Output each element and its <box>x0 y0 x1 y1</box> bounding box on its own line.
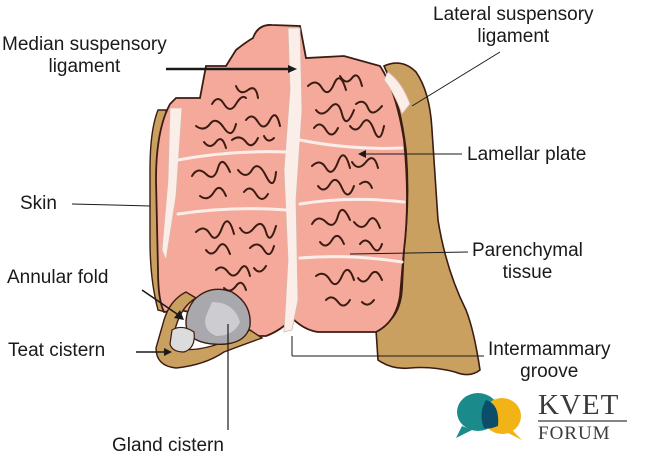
label-teat-cistern: Teat cistern <box>8 340 106 361</box>
label-lateral-suspensory-ligament: Lateral suspensory ligament <box>433 4 594 47</box>
median-ligament <box>283 27 303 333</box>
gland-cistern-shade <box>205 302 240 336</box>
label-parenchymal-tissue: Parenchymal tissue <box>472 240 583 283</box>
teat-cistern <box>169 326 195 353</box>
kvet-logo-icon <box>456 393 522 440</box>
label-skin: Skin <box>20 193 57 214</box>
label-intermammary-groove: Intermammary groove <box>488 339 611 382</box>
pointer-lines <box>71 51 501 430</box>
label-lamellar-plate: Lamellar plate <box>467 144 587 165</box>
kvet-logo-sub: FORUM <box>538 423 611 444</box>
label-median-suspensory-ligament: Median suspensory ligament <box>2 34 167 77</box>
lateral-ligament-left <box>161 107 183 262</box>
lamellar-plates <box>176 138 406 264</box>
kvet-logo-name: KVET <box>538 389 620 421</box>
label-annular-fold: Annular fold <box>7 267 109 288</box>
label-gland-cistern: Gland cistern <box>112 435 224 456</box>
lateral-ligament-right <box>383 71 411 115</box>
parenchymal-squiggles <box>191 74 385 307</box>
gland-body <box>155 24 408 337</box>
